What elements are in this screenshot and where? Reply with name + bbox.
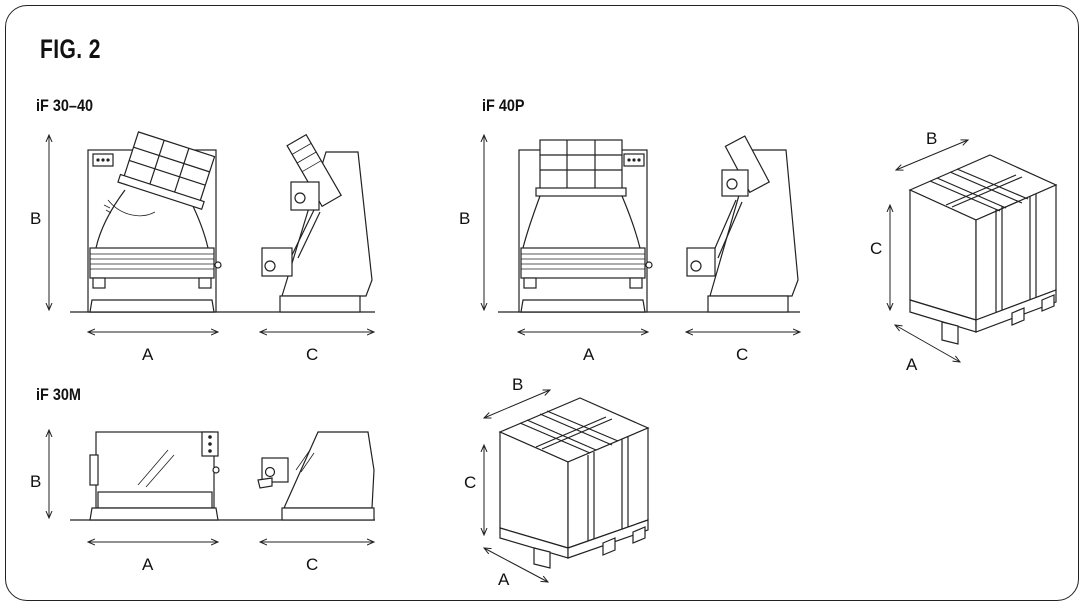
figure-frame <box>5 5 1079 601</box>
dim-label-package-small-side: C <box>464 473 476 492</box>
dim-label-if-30m-width: A <box>142 555 154 574</box>
dim-label-if-40p-depth: C <box>736 345 748 364</box>
machine-front-view-if-30m <box>70 431 375 521</box>
dim-label-if-30-40-width: A <box>142 345 154 364</box>
dim-label-if-30-40-height: B <box>30 209 41 228</box>
dim-label-if-40p-width: A <box>583 345 595 364</box>
dim-label-package-small-top: B <box>512 375 523 394</box>
machine-front-view-if-40p <box>498 139 800 313</box>
dim-label-if-30m-depth: C <box>306 555 318 574</box>
machine-side-view-if-30m <box>257 431 375 521</box>
dimension-labels: B A C B A C B A C B C A B C A <box>30 129 937 589</box>
figure-title: FIG. 2 <box>40 34 101 64</box>
dim-label-package-large-side: C <box>870 239 882 258</box>
machine-side-view-if-40p <box>686 135 799 313</box>
dim-label-if-40p-height: B <box>459 209 470 228</box>
dim-label-if-30m-height: B <box>30 472 41 491</box>
package-small <box>498 397 650 569</box>
model-label-if-30m: iF 30M <box>36 385 81 404</box>
machine-side-view-if-30-40 <box>261 133 373 313</box>
dim-label-package-small-bottom: A <box>498 570 510 589</box>
dim-label-package-large-bottom: A <box>906 355 918 374</box>
dim-label-package-large-top: B <box>926 129 937 148</box>
model-label-if-40p: iF 40P <box>482 96 525 115</box>
dim-label-if-30-40-depth: C <box>306 345 318 364</box>
model-label-if-30-40: iF 30–40 <box>36 96 94 115</box>
machine-front-view-if-30-40 <box>70 131 375 313</box>
package-large <box>908 154 1058 345</box>
dimension-arrows <box>49 135 968 582</box>
